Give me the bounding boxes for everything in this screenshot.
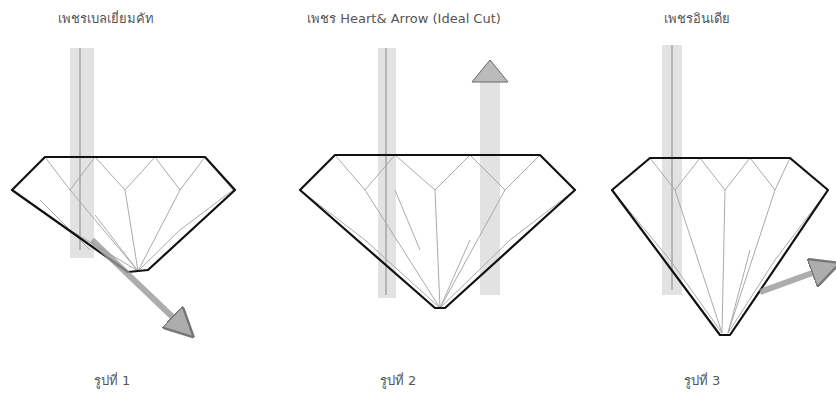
figure-number: รูปที่ 3 [684, 370, 720, 391]
belgium-cut-diamond [12, 48, 235, 327]
diamond-name: เพชร Heart& Arrow (Ideal Cut) [307, 8, 501, 29]
diamond-name: เพชรเบลเยี่ยมคัท [58, 8, 154, 29]
figure-number: รูปที่ 1 [94, 370, 130, 391]
ideal-cut-diamond [300, 48, 575, 308]
indian-cut-diamond [612, 45, 828, 335]
figure-number: รูปที่ 2 [380, 370, 416, 391]
diamond-name: เพชรอินเดีย [664, 8, 730, 29]
